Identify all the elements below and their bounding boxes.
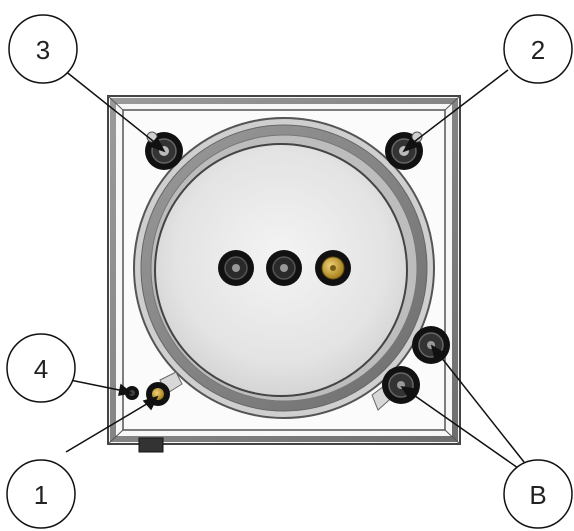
bottom-tab: [138, 437, 164, 453]
center-port-middle: [266, 250, 302, 286]
svg-text:3: 3: [36, 35, 50, 65]
callout-1: 1: [6, 459, 76, 529]
center-port-left: [218, 250, 254, 286]
callout-4: 4: [6, 333, 76, 403]
svg-text:1: 1: [34, 480, 48, 510]
callout-b: B: [503, 459, 573, 529]
leader-1: [65, 401, 151, 453]
svg-text:4: 4: [34, 354, 48, 384]
center-port-right-brass: [315, 250, 351, 286]
svg-text:2: 2: [531, 35, 545, 65]
leader-4: [69, 379, 125, 392]
leader-lines: [63, 69, 525, 469]
leader-2: [409, 69, 509, 146]
svg-text:B: B: [529, 480, 546, 510]
leader-b-upper: [436, 351, 525, 463]
callout-3: 3: [8, 14, 78, 84]
leader-3: [63, 69, 159, 146]
port-b-lower: [382, 366, 420, 404]
callout-2: 2: [503, 14, 573, 84]
leader-b-lower: [407, 390, 519, 469]
